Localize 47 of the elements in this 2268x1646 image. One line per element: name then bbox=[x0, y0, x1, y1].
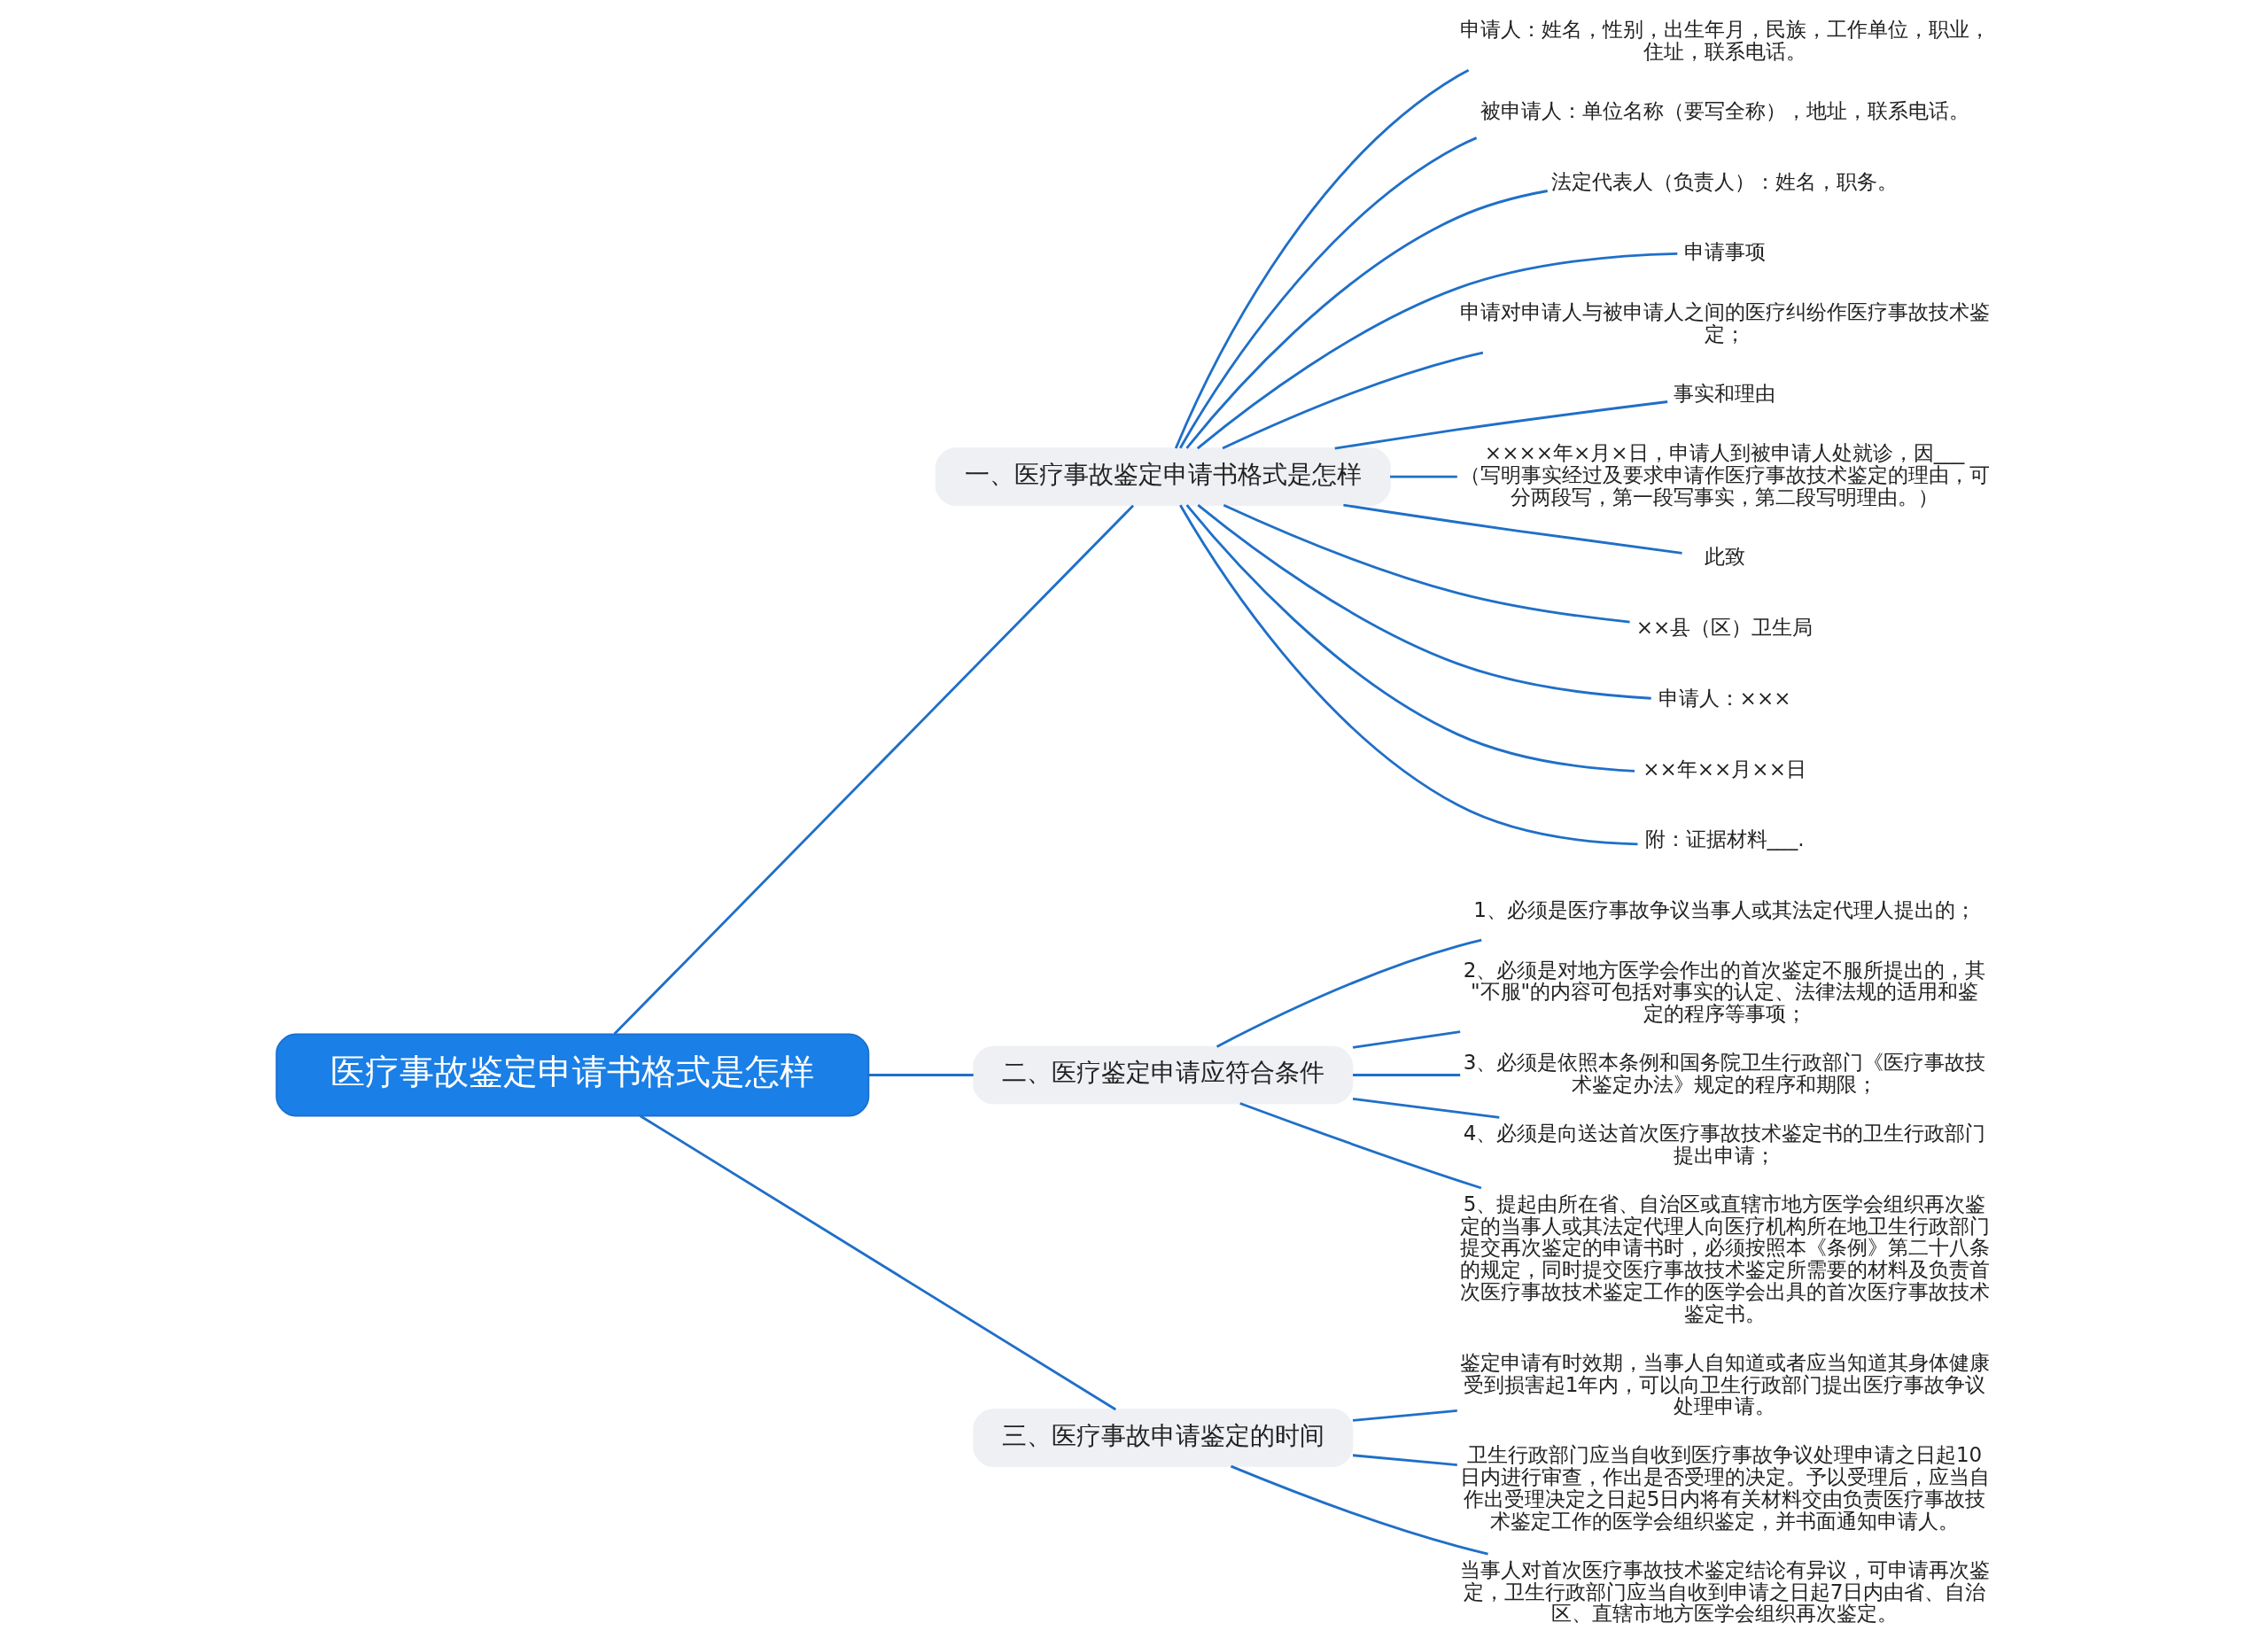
node-text: 4、必须是向送达首次医疗事故技术鉴定书的卫生行政部门提出申请； bbox=[1463, 1121, 1986, 1167]
node-text: 5、提起由所在省、自治区或直辖市地方医学会组织再次鉴定的当事人或其法定代理人向医疗机构所在地卫生行政部门提交再次鉴定的申请书时，必须按照本《条例》第二十八条的规定，同时提交医疗事故技术鉴定所需要的材料及负责首次医疗事故技术鉴定工作的医学会出具的首次医疗事故技术鉴定书。 bbox=[1459, 1192, 1990, 1325]
node-text: ××县（区）卫生局 bbox=[1635, 616, 1814, 640]
connector bbox=[1352, 1030, 1461, 1049]
node-box: 三、医疗事故申请鉴定的时间 bbox=[973, 1409, 1354, 1467]
node-text: ××××年×月×日，申请人到被申请人处就诊，因___（写明事实经过及要求申请作医疗事故技术鉴定的理由，可分两段写，第一段写事实，第二段写明理由。） bbox=[1459, 441, 1990, 509]
connector bbox=[1343, 503, 1682, 555]
connector bbox=[1334, 400, 1668, 450]
node-text: 附：证据材料___. bbox=[1644, 827, 1805, 851]
node-text: 此致 bbox=[1704, 545, 1745, 569]
node-text: 当事人对首次医疗事故技术鉴定结论有异议，可申请再次鉴定，卫生行政部门应当自收到申请之日起7日内由省、自治区、直辖市地方医学会组织再次鉴定。 bbox=[1459, 1557, 1990, 1626]
node-text: 鉴定申请有时效期，当事人自知道或者应当知道其身体健康受到损害起1年内，可以向卫生行政部门提出医疗事故争议处理申请。 bbox=[1459, 1350, 1990, 1418]
node-text: 3、必须是依照本条例和国务院卫生行政部门《医疗事故技术鉴定办法》规定的程序和期限； bbox=[1463, 1051, 1986, 1096]
node-text: 2、必须是对地方医学会作出的首次鉴定不服所提出的，其"不服"的内容可包括对事实的认定、法律法规的适用和鉴定的程序等事项； bbox=[1463, 958, 1986, 1026]
connector bbox=[1197, 504, 1651, 700]
connector bbox=[640, 1114, 1116, 1411]
node-text: 被申请人：单位名称（要写全称），地址，联系电话。 bbox=[1480, 98, 1969, 122]
node-text: 法定代表人（负责人）：姓名，职务。 bbox=[1551, 169, 1899, 193]
node-text: 卫生行政部门应当自收到医疗事故争议处理申请之日起10日内进行审查，作出是否受理的决定。予以受理后，应当自作出受理决定之日起5日内将有关材料交由负责医疗事故技术鉴定工作的医学会组织鉴定，并书面通知申请人。 bbox=[1459, 1443, 1990, 1533]
node-text: 申请事项 bbox=[1683, 240, 1766, 264]
connector bbox=[1216, 938, 1482, 1048]
connector bbox=[1390, 475, 1457, 478]
connector bbox=[1179, 136, 1478, 449]
connector bbox=[1352, 1409, 1457, 1422]
connector bbox=[1222, 351, 1484, 450]
connector bbox=[1230, 1464, 1488, 1556]
node-text: 申请人：××× bbox=[1658, 686, 1791, 710]
node-text: 事实和理由 bbox=[1674, 381, 1776, 405]
node-box: 一、医疗事故鉴定申请书格式是怎样 bbox=[935, 447, 1391, 506]
connector bbox=[1179, 504, 1638, 846]
node-text: ××年××月××日 bbox=[1643, 757, 1806, 780]
connector bbox=[868, 1074, 974, 1076]
connector bbox=[613, 504, 1135, 1036]
connector bbox=[1196, 252, 1678, 450]
node-text: 申请对申请人与被申请人之间的医疗纠纷作医疗事故技术鉴定； bbox=[1459, 299, 1990, 346]
connector bbox=[1352, 1098, 1500, 1119]
node-box: 二、医疗鉴定申请应符合条件 bbox=[973, 1045, 1354, 1105]
node-text: 申请人：姓名，性别，出生年月，民族，工作单位，职业，住址，联系电话。 bbox=[1459, 17, 1990, 63]
connector bbox=[1174, 68, 1470, 449]
connector bbox=[1353, 1074, 1461, 1076]
connector bbox=[1185, 504, 1635, 773]
connector bbox=[1185, 190, 1548, 449]
connector bbox=[1223, 503, 1630, 624]
connector bbox=[1239, 1102, 1482, 1190]
connector bbox=[1352, 1454, 1457, 1467]
node-box: 医疗事故鉴定申请书格式是怎样 bbox=[276, 1033, 870, 1117]
node-text: 1、必须是医疗事故争议当事人或其法定代理人提出的； bbox=[1473, 898, 1976, 922]
